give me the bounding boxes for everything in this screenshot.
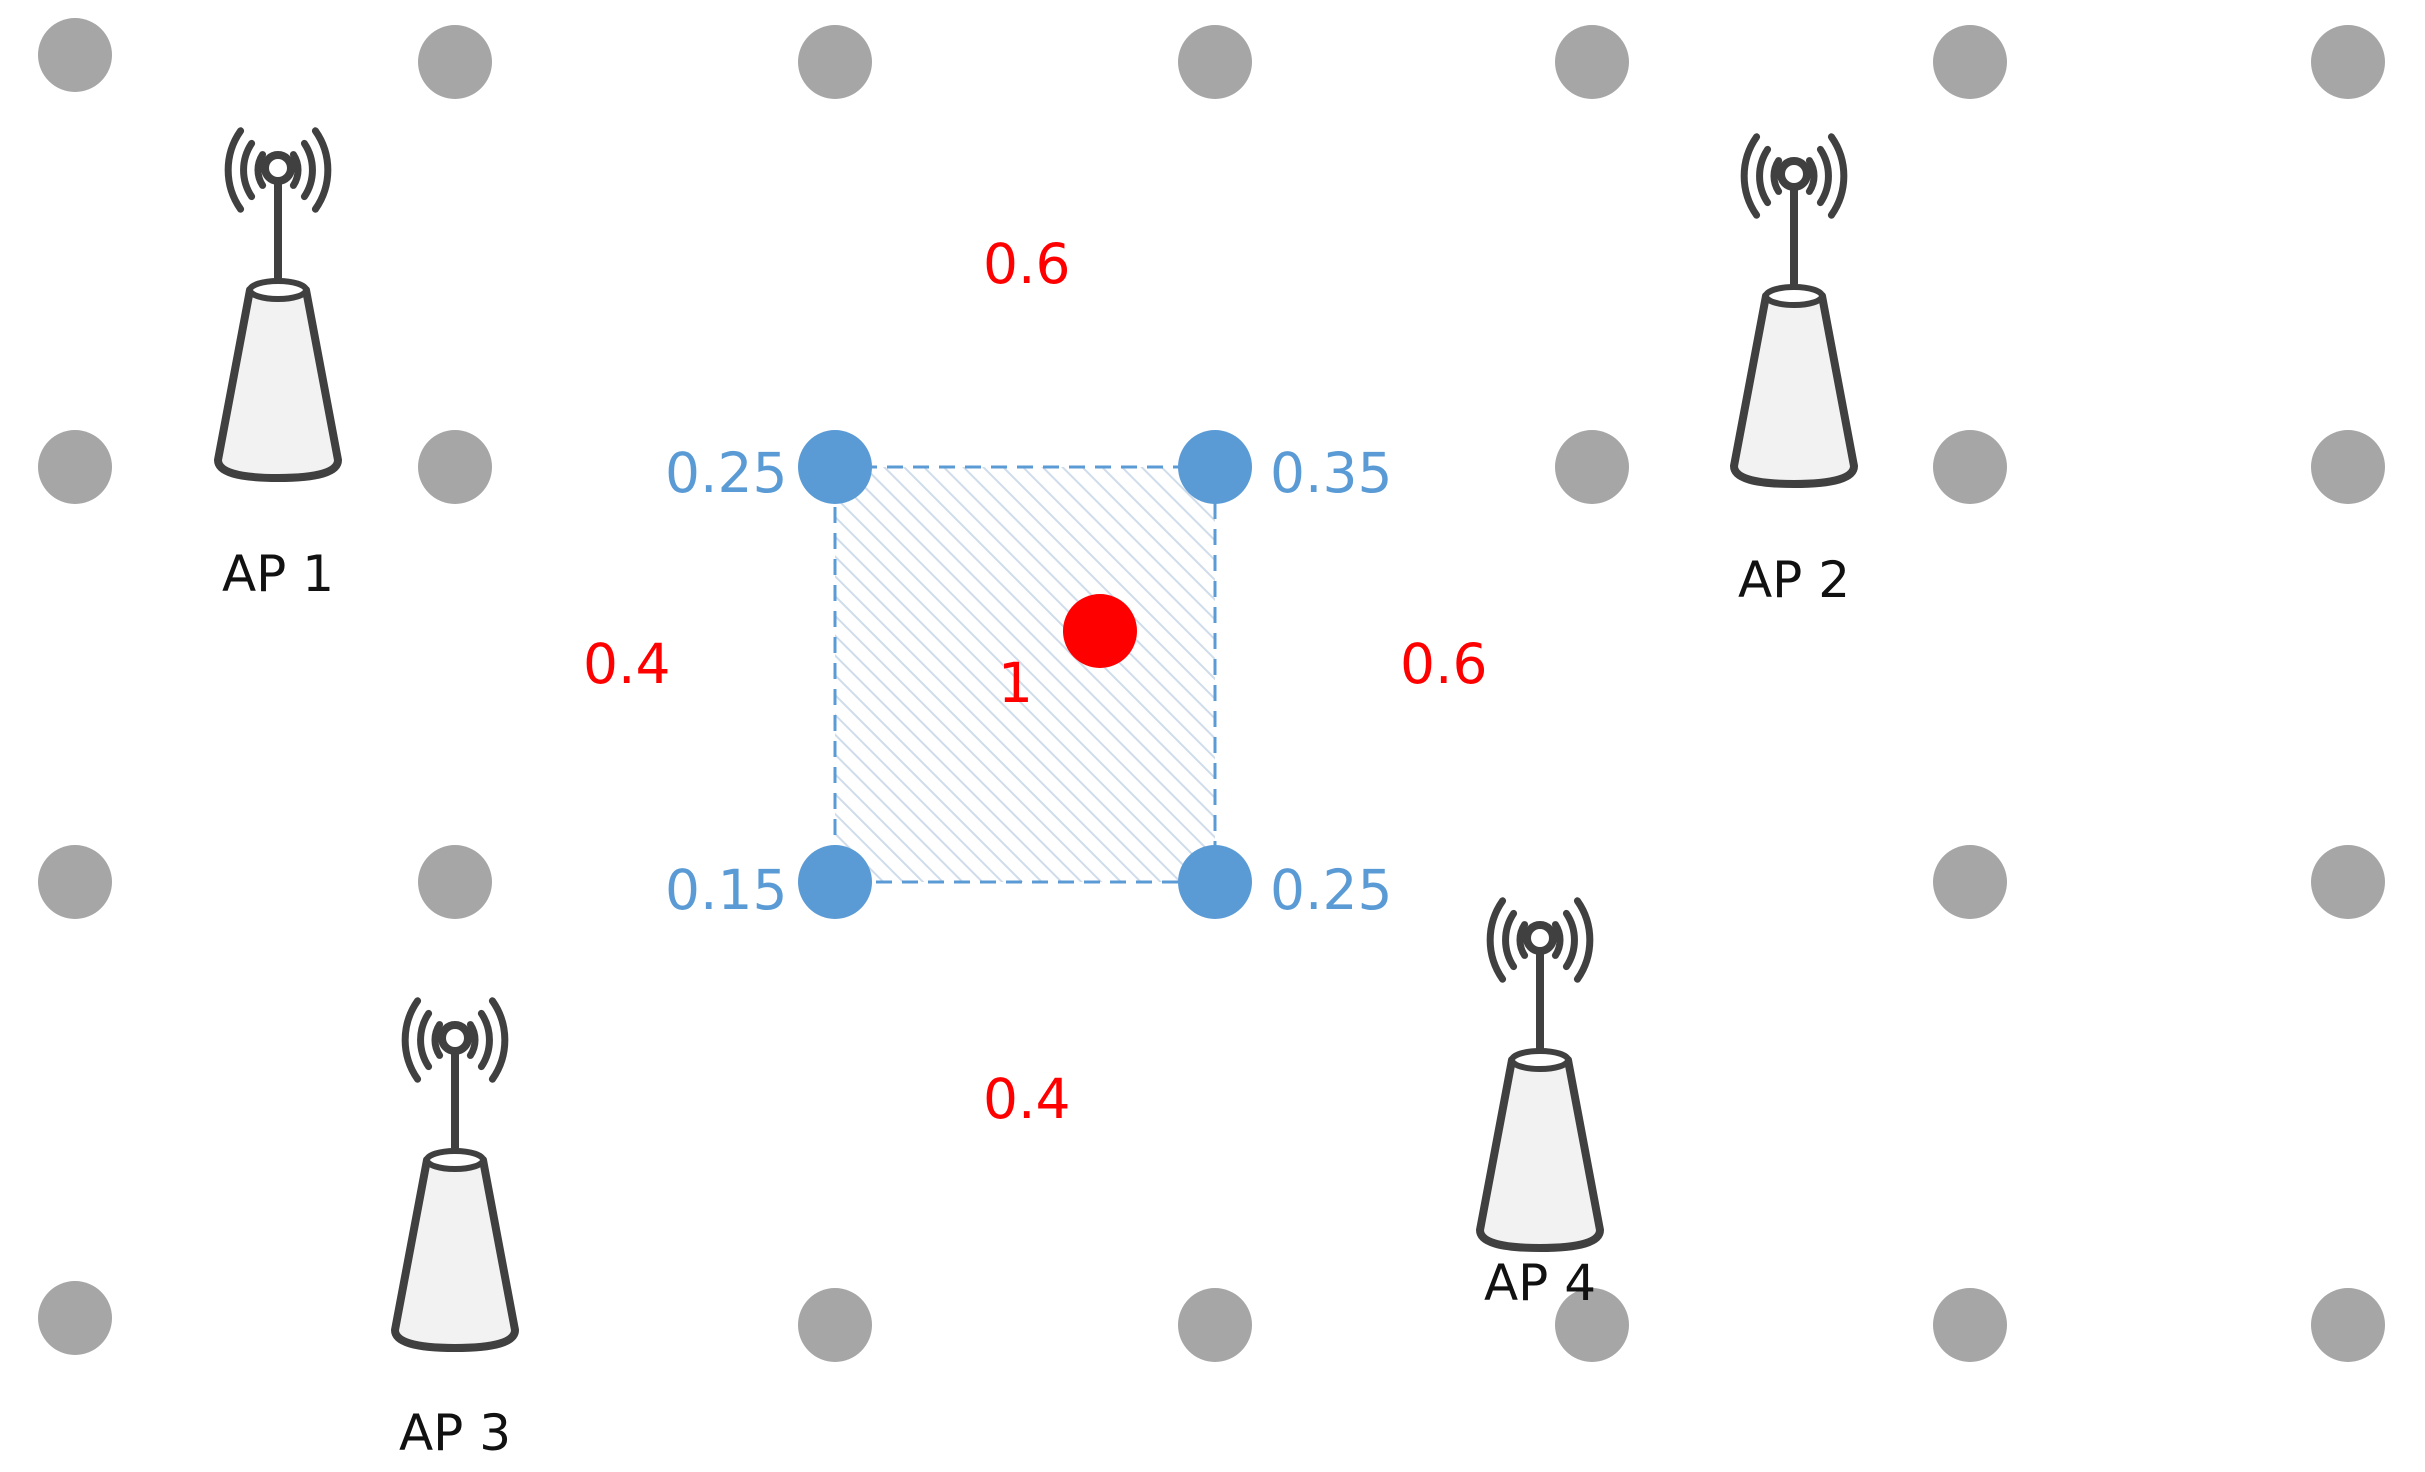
grid-point bbox=[1933, 25, 2007, 99]
corner-point-bottom-left bbox=[798, 845, 872, 919]
signal-wave-inner-left bbox=[254, 151, 267, 189]
access-point-body bbox=[391, 1156, 519, 1352]
grid-point bbox=[798, 25, 872, 99]
grid-point bbox=[1933, 430, 2007, 504]
interpolation-cell bbox=[833, 465, 1217, 884]
signal-wave-inner-right bbox=[466, 1021, 479, 1059]
signal-wave-middle-left bbox=[1502, 909, 1518, 971]
access-point-3: AP 3 bbox=[391, 997, 519, 1462]
access-point-body bbox=[1476, 1056, 1604, 1252]
weight-right: 0.6 bbox=[1400, 632, 1487, 696]
access-point-top bbox=[247, 278, 309, 302]
grid-point bbox=[1555, 430, 1629, 504]
corner-point-bottom-right bbox=[1178, 845, 1252, 919]
wifi-antenna-icon bbox=[391, 997, 519, 1352]
signal-wave-outer-right bbox=[488, 997, 509, 1083]
signal-wave-inner-right bbox=[1805, 157, 1818, 195]
access-point-2: AP 2 bbox=[1730, 133, 1858, 609]
grid-point bbox=[1178, 1288, 1252, 1362]
access-point-body bbox=[1730, 292, 1858, 488]
grid-point bbox=[38, 430, 112, 504]
corner-point-top-left bbox=[798, 430, 872, 504]
signal-wave-middle-left bbox=[1756, 145, 1772, 207]
signal-wave-outer-right bbox=[1827, 133, 1848, 219]
signal-wave-inner-left bbox=[1516, 921, 1529, 959]
signal-wave-outer-left bbox=[1486, 897, 1507, 983]
signal-wave-outer-right bbox=[311, 127, 332, 213]
access-point-label: AP 4 bbox=[1484, 1254, 1596, 1312]
access-point-top bbox=[424, 1148, 486, 1172]
access-point-body bbox=[214, 286, 342, 482]
grid-point bbox=[2311, 430, 2385, 504]
signal-wave-middle-left bbox=[240, 139, 256, 201]
grid-point bbox=[1555, 25, 1629, 99]
grid-point bbox=[38, 1281, 112, 1355]
access-point-4: AP 4 bbox=[1476, 897, 1604, 1312]
grid-point bbox=[2311, 845, 2385, 919]
weight-center: 1 bbox=[998, 651, 1033, 715]
signal-wave-middle-right bbox=[1562, 909, 1578, 971]
signal-wave-outer-left bbox=[1740, 133, 1761, 219]
signal-wave-outer-left bbox=[224, 127, 245, 213]
grid-point bbox=[418, 25, 492, 99]
wifi-antenna-icon bbox=[214, 127, 342, 482]
signal-wave-middle-right bbox=[1816, 145, 1832, 207]
corner-value-bottom-left: 0.15 bbox=[665, 858, 787, 922]
access-point-top bbox=[1509, 1048, 1571, 1072]
signal-wave-outer-right bbox=[1573, 897, 1594, 983]
grid-point bbox=[1555, 1288, 1629, 1362]
grid-point bbox=[2311, 25, 2385, 99]
grid-point bbox=[2311, 1288, 2385, 1362]
grid-point bbox=[418, 845, 492, 919]
grid-point bbox=[1933, 1288, 2007, 1362]
signal-wave-inner-right bbox=[289, 151, 302, 189]
corner-value-bottom-right: 0.25 bbox=[1270, 858, 1392, 922]
signal-wave-middle-left bbox=[417, 1009, 433, 1071]
signal-wave-inner-right bbox=[1551, 921, 1564, 959]
grid-point bbox=[1178, 25, 1252, 99]
access-point-1: AP 1 bbox=[214, 127, 342, 603]
target-location-point bbox=[1063, 594, 1137, 668]
signal-wave-middle-right bbox=[477, 1009, 493, 1071]
corner-point-top-right bbox=[1178, 430, 1252, 504]
wifi-antenna-icon bbox=[1730, 133, 1858, 488]
signal-wave-middle-right bbox=[300, 139, 316, 201]
corner-value-top-left: 0.25 bbox=[665, 441, 787, 505]
access-point-label: AP 2 bbox=[1738, 551, 1850, 609]
wifi-antenna-icon bbox=[1476, 897, 1604, 1252]
grid-point bbox=[798, 1288, 872, 1362]
grid-point bbox=[418, 430, 492, 504]
access-point-top bbox=[1763, 284, 1825, 308]
corner-value-top-right: 0.35 bbox=[1270, 441, 1392, 505]
weight-left: 0.4 bbox=[583, 632, 670, 696]
signal-wave-outer-left bbox=[401, 997, 422, 1083]
signal-wave-inner-left bbox=[1770, 157, 1783, 195]
grid-point bbox=[38, 845, 112, 919]
access-point-label: AP 3 bbox=[399, 1404, 511, 1462]
weight-top: 0.6 bbox=[983, 232, 1070, 296]
access-point-label: AP 1 bbox=[222, 545, 334, 603]
weight-bottom: 0.4 bbox=[983, 1067, 1070, 1131]
grid-point bbox=[38, 18, 112, 92]
signal-wave-inner-left bbox=[431, 1021, 444, 1059]
grid-point bbox=[1933, 845, 2007, 919]
grid-points bbox=[38, 18, 2385, 1362]
